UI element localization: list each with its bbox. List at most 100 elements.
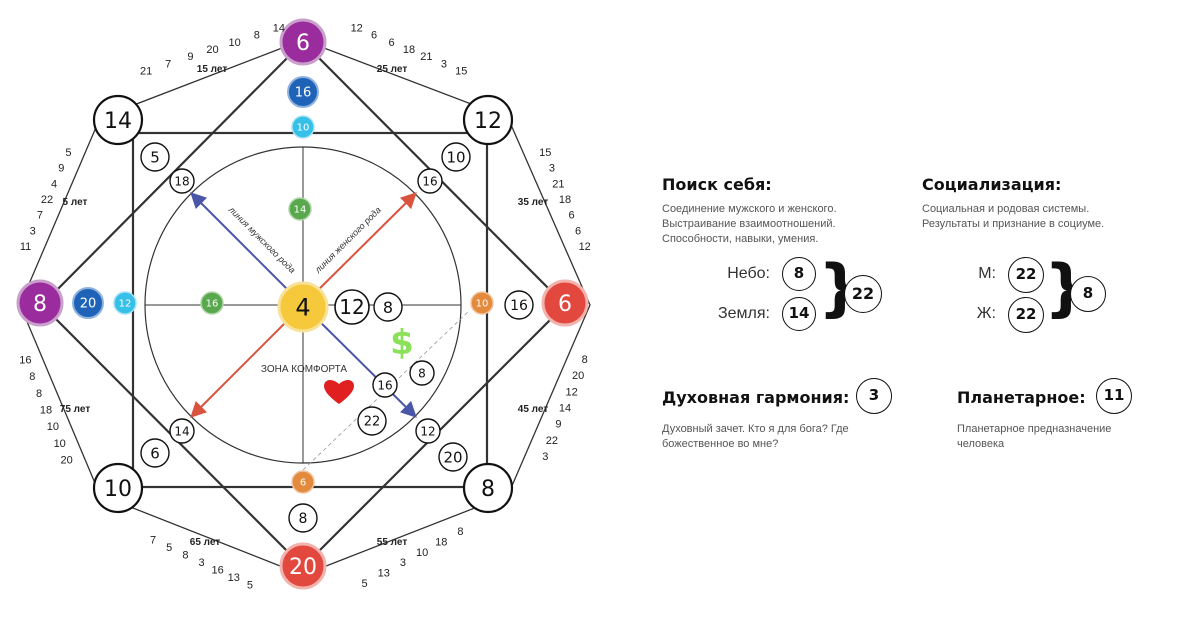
circle-shape [288,503,318,533]
sequence-number: 18 [559,194,571,206]
circle-value: 16 [422,174,437,188]
social-desc-2: Результаты и признание в социуме. [922,218,1105,230]
spiritual-value: 3 [856,378,892,414]
circle-value: 8 [418,366,426,380]
circle-inner-bl: 6 [140,438,170,468]
earth-label: Земля: [717,305,770,322]
circle-value: 6 [300,478,306,489]
age-label: 25 лет [377,64,408,75]
sequence-number: 20 [206,44,218,56]
circle-value: 10 [104,477,132,502]
circle-shape [373,292,403,322]
sequence-number: 3 [542,451,548,463]
circle-value: 6 [296,31,310,56]
circle-value: 5 [150,148,160,166]
circle-inner-tr: 10 [441,142,471,172]
sequence-number: 6 [389,37,395,49]
circle-left-blue: 20 [72,287,104,319]
age-label: 5 лет [63,197,88,208]
female-label: Ж: [976,305,996,322]
circle-value: 8 [383,298,393,317]
circle-mid-12: 12 [334,289,370,325]
circle-value: 8 [299,511,308,527]
sequence-number: 16 [19,354,31,366]
circle-shape [541,279,589,327]
circle-inner-bl2: 14 [169,418,195,444]
sequence-number: 11 [20,241,31,253]
matrix-diagram: линия мужского рода линия женского рода … [16,18,591,591]
spiritual-desc-2: божественное во мне? [662,438,779,450]
circle-value: 10 [297,123,310,134]
circle-corner-bottom: 20 [279,542,327,590]
circle-shape [415,418,441,444]
sequence-number: 7 [150,535,156,547]
planetary-desc-2: человека [957,438,1005,450]
sequence-number: 8 [582,354,588,366]
circle-top-blue: 16 [287,76,319,108]
sequence-number: 3 [30,225,36,237]
sequence-number: 8 [457,526,463,538]
sequence-number: 8 [182,550,188,562]
circle-shape [504,290,534,320]
circle-top-green: 14 [288,197,312,221]
social-desc-1: Социальная и родовая системы. [922,203,1090,215]
circle-value: 8 [33,292,47,317]
circle-inner-tr2: 16 [417,168,443,194]
sequence-number: 21 [420,51,432,63]
sequence-number: 4 [51,178,57,190]
sequence-number: 15 [539,147,551,159]
age-label: 65 лет [190,537,221,548]
sequence-number: 8 [36,388,42,400]
circle-value: 8 [481,477,495,502]
circle-corner-left: 8 [16,279,64,327]
circle-money-22: 22 [357,406,387,436]
circle-shape [113,291,137,315]
sequence-number: 6 [371,30,377,42]
search-self-panel: Поиск себя: Соединение мужского и женско… [662,175,902,247]
circle-value: 22 [364,415,381,430]
circle-shape [372,372,398,398]
sequence-number: 12 [351,23,363,35]
sequence-number: 21 [140,65,152,77]
sequence-number: 8 [29,371,35,383]
sequence-number: 3 [549,163,555,175]
planetary-value: 11 [1096,378,1132,414]
sequence-number: 6 [575,225,581,237]
circle-shape [140,438,170,468]
circle-money-8: 8 [409,360,435,386]
circle-shape [140,142,170,172]
circle-shape [287,76,319,108]
sequence-number: 18 [40,405,52,417]
dollar-icon: $ [390,323,414,363]
sequence-number: 5 [247,579,253,591]
sequence-number: 9 [187,51,193,63]
search-self-title: Поиск себя: [662,175,772,194]
circle-value: 20 [443,448,462,466]
circle-corner-tr: 12 [462,94,514,146]
sequence-number: 12 [565,386,577,398]
age-label: 75 лет [60,404,91,415]
circle-shape [462,94,514,146]
circle-value: 6 [558,292,572,317]
circle-value: 20 [289,555,317,580]
sequence-number: 10 [228,37,240,49]
earth-value: 14 [782,297,816,331]
sequence-number: 16 [211,564,223,576]
sequence-number: 18 [403,44,415,56]
comfort-zone-label: ЗОНА КОМФОРТА [261,364,347,375]
planetary-panel: Планетарное: Планетарное предназначение … [957,380,1187,452]
spiritual-title: Духовная гармония: [662,388,850,407]
sequence-number: 22 [41,194,53,206]
circle-value: 20 [80,297,97,312]
circle-value: 12 [474,109,502,134]
sequence-number: 9 [555,419,561,431]
circle-value: 10 [476,299,489,310]
circle-top-cyan: 10 [291,115,315,139]
sequence-number: 13 [378,568,390,580]
circle-value: 6 [150,444,160,462]
circle-bottom-inner: 8 [288,503,318,533]
female-line-arrow [302,192,417,306]
circle-value: 4 [295,294,310,322]
sequence-number: 18 [435,537,447,549]
social-panel: Социализация: Социальная и родовая систе… [922,175,1162,232]
